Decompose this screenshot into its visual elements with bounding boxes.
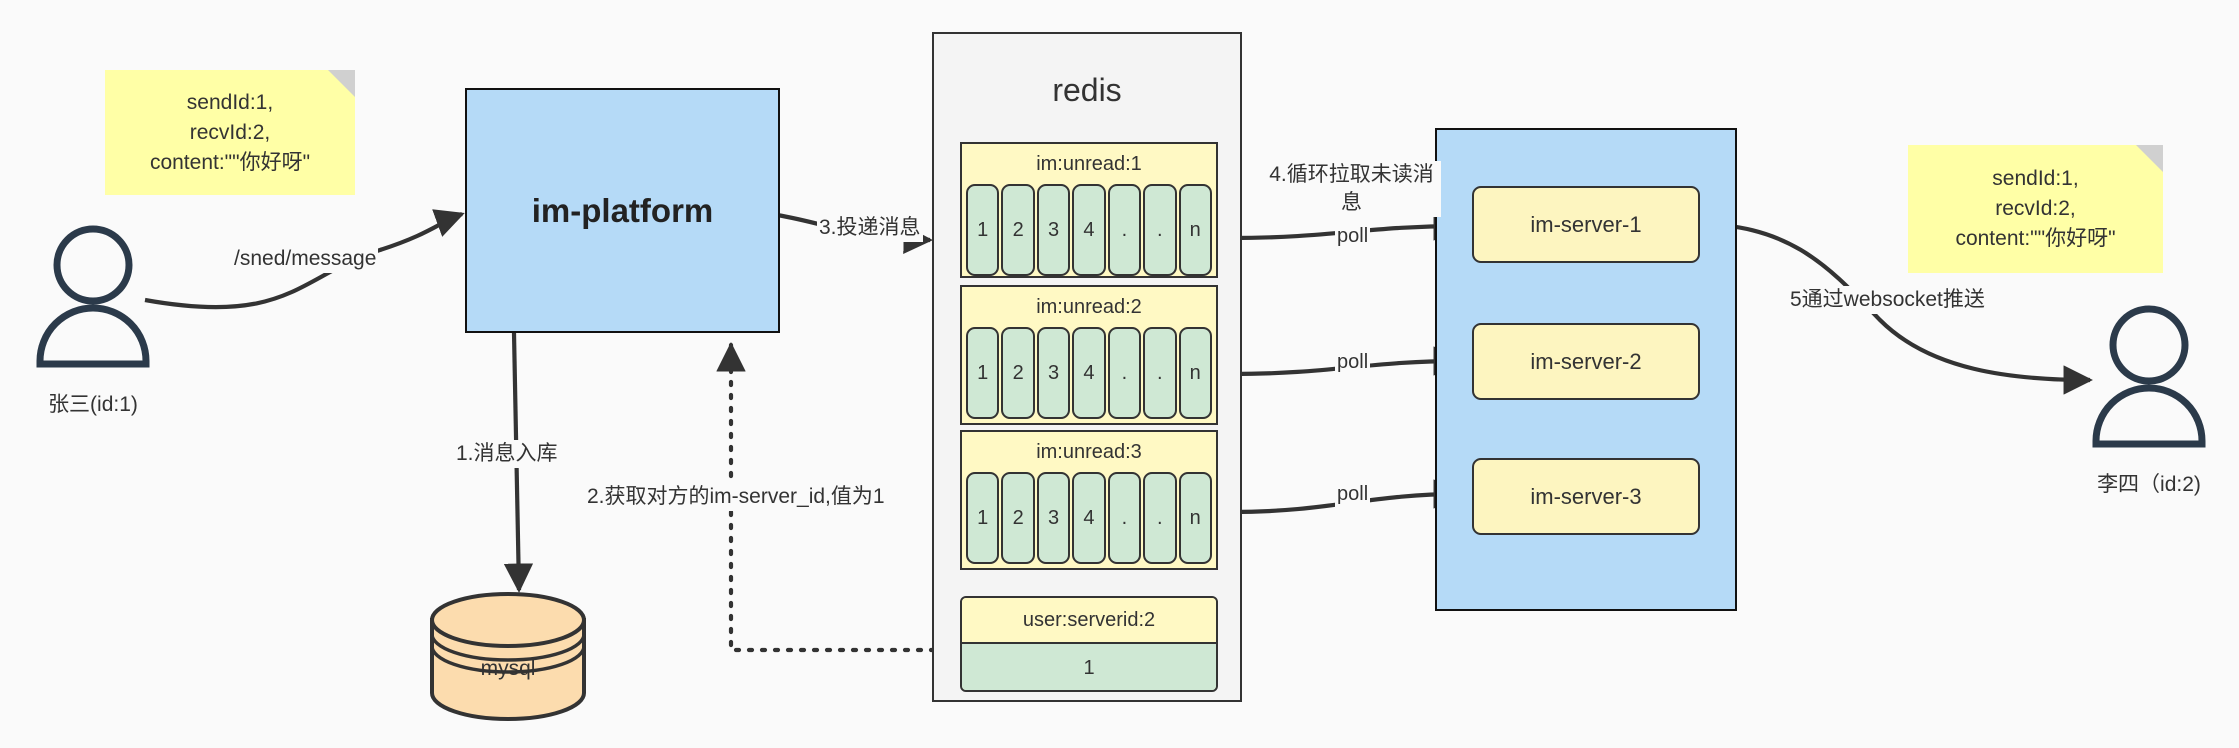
receiver-caption: 李四（id:2) (2097, 473, 2201, 496)
edge-label-send-message: /sned/message (232, 245, 379, 273)
note-fold-icon (328, 70, 355, 97)
im-platform-label: im-platform (531, 191, 714, 229)
list-cell: 1 (966, 327, 1000, 419)
im-server-2-card[interactable]: im-server-2 (1472, 323, 1700, 400)
edge-label-poll-1: poll (1335, 222, 1371, 250)
person-icon-receiver (2092, 305, 2206, 448)
redis-list-im-unread-3[interactable]: im:unread:3 1 2 3 4 . . n (960, 430, 1218, 570)
redis-title: redis (1052, 72, 1122, 108)
list-cells: 1 2 3 4 . . n (962, 472, 1216, 568)
kv-key-label: user:serverid:2 (962, 598, 1216, 644)
list-cells: 1 2 3 4 . . n (962, 327, 1216, 423)
person-icon-sender (36, 225, 150, 368)
edge-label-step4: 4.循环拉取未读消 息 (1262, 161, 1441, 217)
list-cells: 1 2 3 4 . . n (962, 184, 1216, 280)
redis-list-im-unread-2[interactable]: im:unread:2 1 2 3 4 . . n (960, 285, 1218, 425)
im-server-3-card[interactable]: im-server-3 (1472, 458, 1700, 535)
list-cell: 3 (1036, 327, 1071, 419)
list-cell: 1 (966, 184, 1000, 276)
edge-label-poll-2: poll (1335, 348, 1371, 376)
im-server-3-label: im-server-3 (1530, 483, 1642, 509)
im-server-1-card[interactable]: im-server-1 (1472, 186, 1700, 263)
edge-label-step5: 5通过websocket推送 (1788, 286, 1987, 314)
mysql-label: mysql (480, 657, 536, 680)
list-cell: 2 (1001, 184, 1035, 276)
list-cell: . (1107, 184, 1142, 276)
im-server-2-label: im-server-2 (1530, 348, 1642, 374)
list-cell: 2 (1001, 472, 1035, 564)
edge-label-step1: 1.消息入库 (454, 440, 560, 468)
list-cell: . (1143, 184, 1177, 276)
note-right-text: sendId:1, recvId:2, content:""你好呀" (1955, 167, 2116, 250)
list-cell: . (1107, 327, 1142, 419)
edge-label-step3: 3.投递消息 (817, 214, 923, 242)
list-cell: 4 (1072, 472, 1106, 564)
list-cell: n (1178, 184, 1212, 276)
redis-list-im-unread-1[interactable]: im:unread:1 1 2 3 4 . . n (960, 142, 1218, 278)
note-left-text: sendId:1, recvId:2, content:""你好呀" (149, 90, 311, 174)
list-cell: . (1107, 472, 1142, 564)
edge-label-step2: 2.获取对方的im-server_id,值为1 (585, 483, 887, 511)
note-left: sendId:1, recvId:2, content:""你好呀" (105, 70, 355, 195)
list-cell: . (1143, 472, 1177, 564)
list-cell: 2 (1001, 327, 1035, 419)
edge-label-poll-3: poll (1335, 480, 1371, 508)
list-cell: 1 (966, 472, 1000, 564)
note-fold-icon (2136, 145, 2163, 172)
list-cell: 3 (1036, 472, 1071, 564)
note-right: sendId:1, recvId:2, content:""你好呀" (1908, 145, 2163, 273)
list-key-label: im:unread:2 (1036, 296, 1142, 318)
sender-caption: 张三(id:1) (48, 393, 138, 416)
im-server-1-label: im-server-1 (1530, 211, 1642, 237)
list-cell: . (1143, 327, 1177, 419)
list-cell: 4 (1072, 184, 1106, 276)
kv-value-label: 1 (962, 644, 1216, 690)
redis-kv-user-serverid[interactable]: user:serverid:2 1 (960, 596, 1218, 692)
list-cell: n (1178, 327, 1212, 419)
list-key-label: im:unread:1 (1036, 153, 1142, 175)
im-platform-box[interactable]: im-platform (465, 88, 780, 333)
list-cell: 4 (1072, 327, 1106, 419)
list-cell: n (1178, 472, 1212, 564)
list-cell: 3 (1036, 184, 1071, 276)
list-key-label: im:unread:3 (1036, 441, 1142, 463)
